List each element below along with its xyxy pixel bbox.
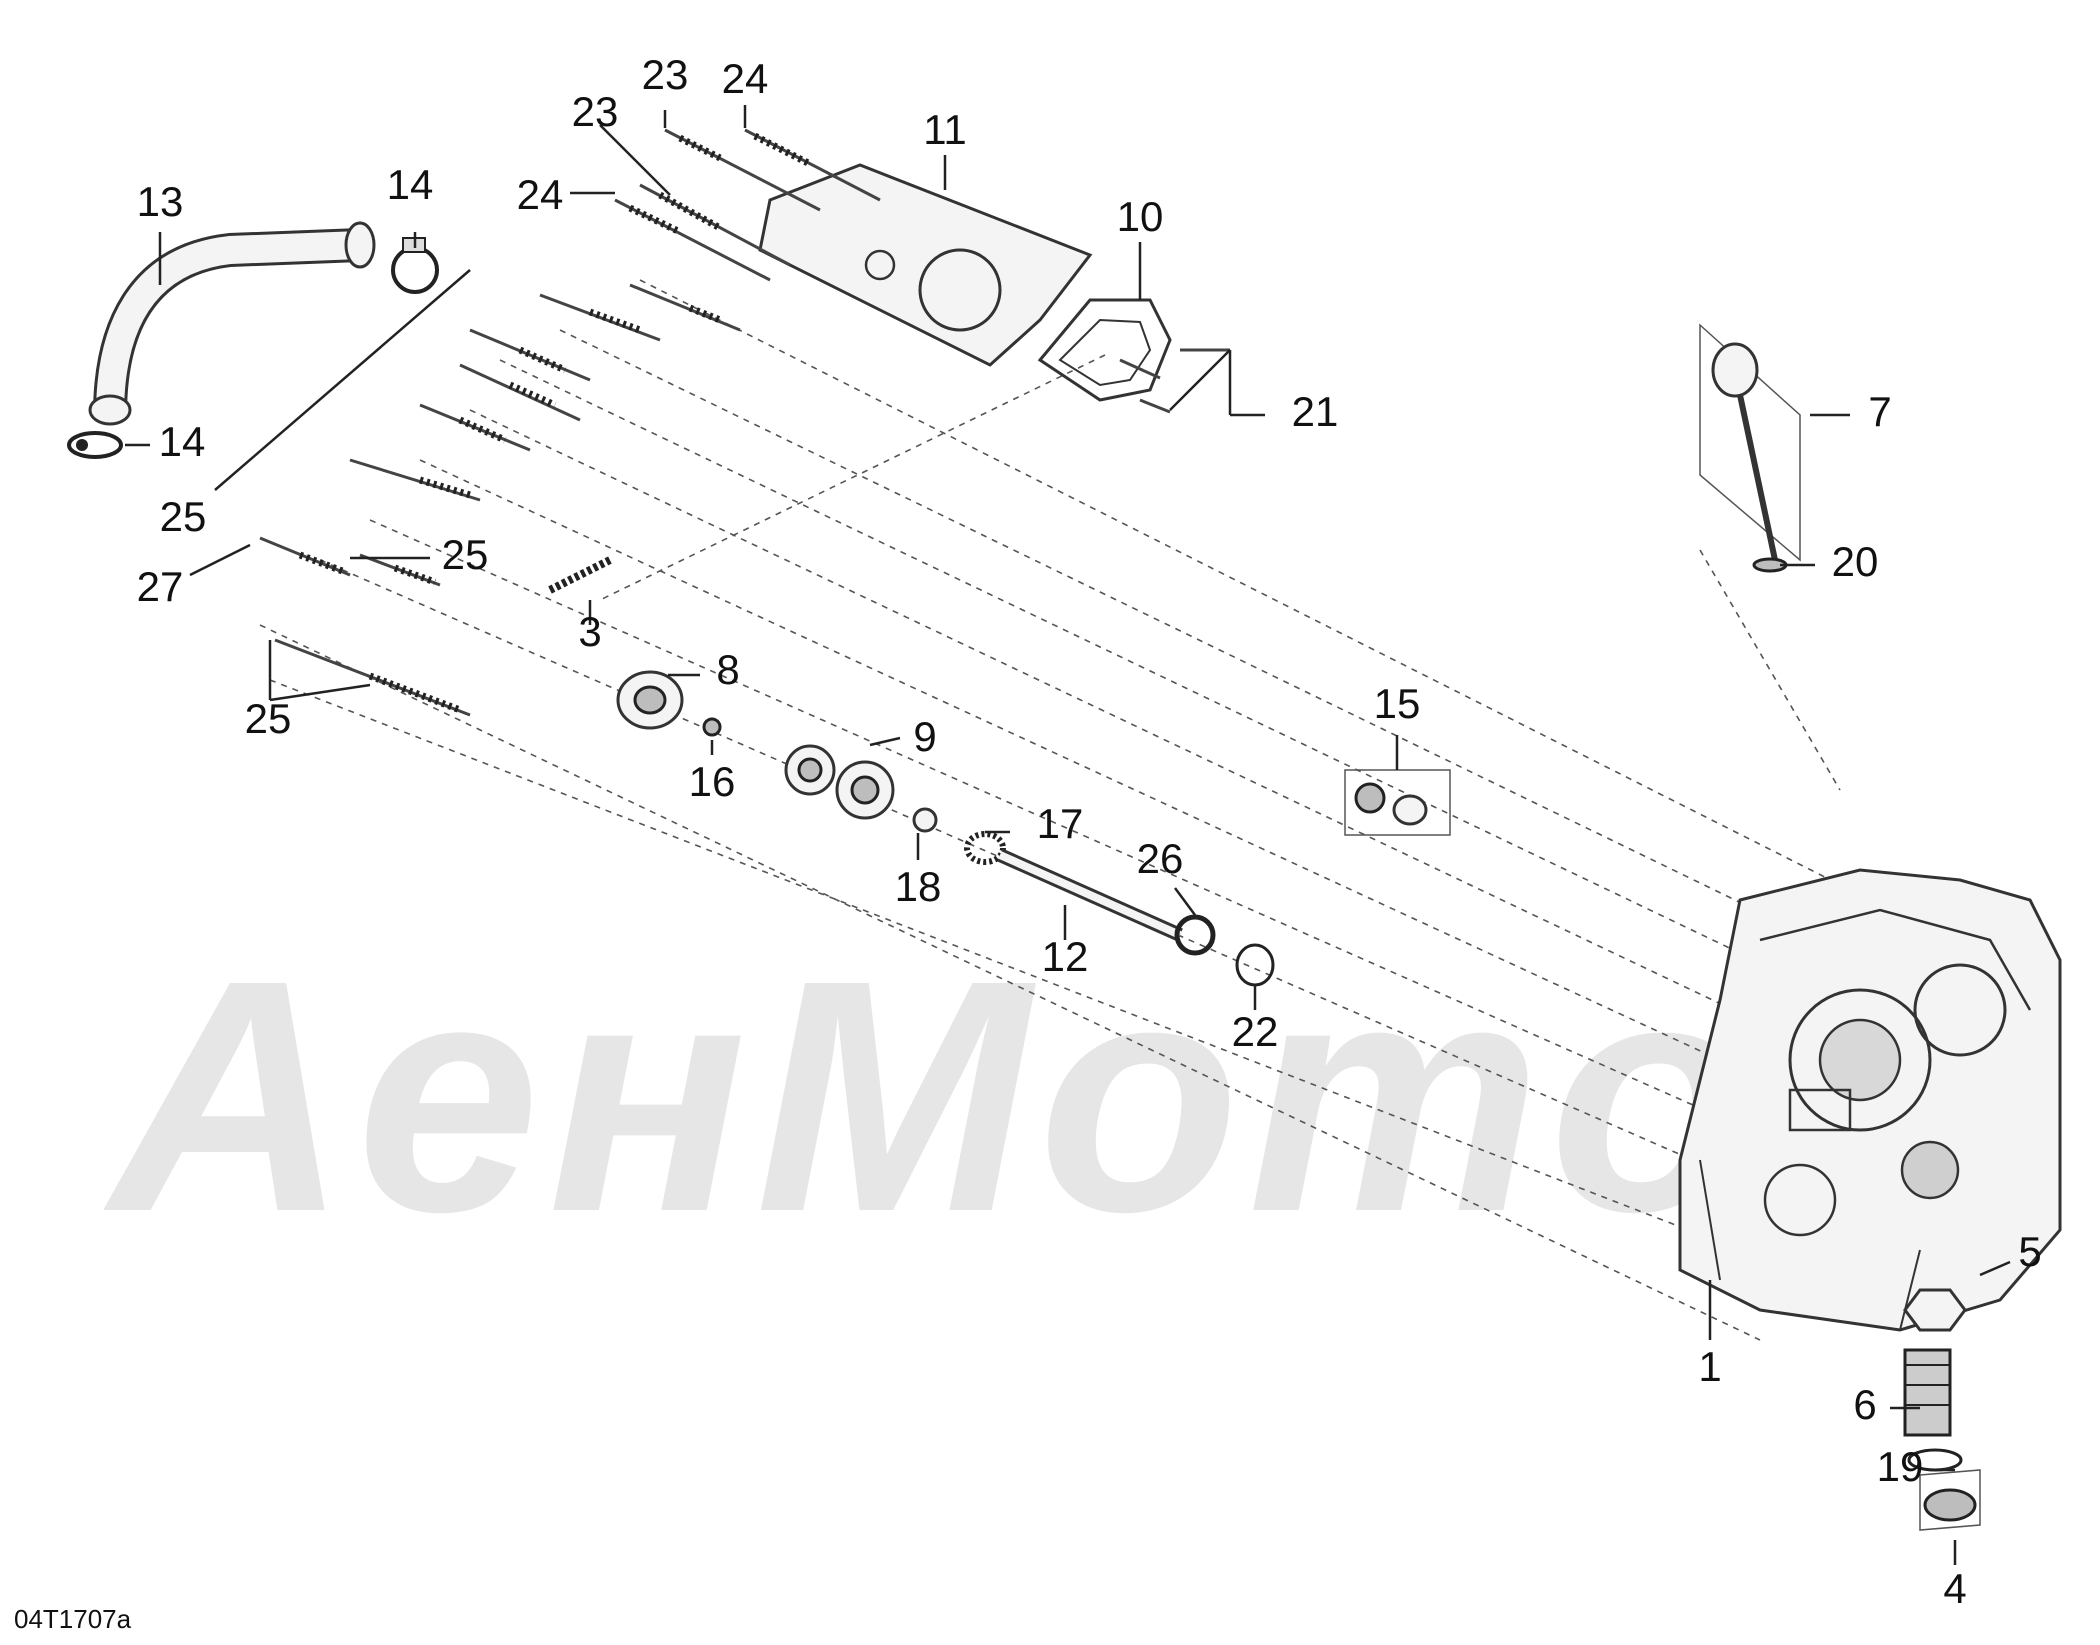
callout-14-upper: 14 <box>387 161 434 208</box>
callout-17: 17 <box>1037 800 1084 847</box>
fitting <box>1344 769 1451 836</box>
callout-labels: 1 3 4 5 6 7 8 9 10 11 12 13 14 14 15 16 … <box>137 51 2042 1612</box>
pin <box>548 556 612 594</box>
callout-14-lower: 14 <box>159 418 206 465</box>
callout-19: 19 <box>1877 1443 1924 1490</box>
retaining-ring <box>1174 914 1216 956</box>
leader-lines <box>125 105 2011 1565</box>
callout-23-right: 23 <box>642 51 689 98</box>
gasket <box>1037 298 1172 402</box>
callout-13: 13 <box>137 178 184 225</box>
callout-16: 16 <box>689 758 736 805</box>
callout-25-mid: 25 <box>442 531 489 578</box>
cover-screws <box>1119 348 1230 414</box>
callout-25-bottom: 25 <box>245 695 292 742</box>
shaft <box>997 848 1183 942</box>
callout-20: 20 <box>1832 538 1879 585</box>
callout-22: 22 <box>1232 1008 1279 1055</box>
callout-15: 15 <box>1374 680 1421 727</box>
callout-1: 1 <box>1698 1343 1721 1390</box>
callout-7: 7 <box>1868 388 1891 435</box>
bolt-group <box>259 128 881 717</box>
figure-reference: 04T1707a <box>14 1604 132 1634</box>
callout-27: 27 <box>137 563 184 610</box>
callout-12: 12 <box>1042 933 1089 980</box>
callout-4: 4 <box>1943 1565 1966 1612</box>
callout-24-top: 24 <box>722 55 769 102</box>
callout-9: 9 <box>913 713 936 760</box>
callout-5: 5 <box>2018 1228 2041 1275</box>
breather-hose <box>88 221 376 426</box>
bushing-pair <box>784 744 895 820</box>
callout-18: 18 <box>895 863 942 910</box>
o-ring <box>912 807 938 833</box>
spring-clip <box>964 831 1006 865</box>
callout-25-left: 25 <box>160 493 207 540</box>
hose-clamp-lower <box>67 431 123 459</box>
callout-24-left: 24 <box>517 171 564 218</box>
callout-8: 8 <box>716 646 739 693</box>
callout-10: 10 <box>1117 193 1164 240</box>
callout-11: 11 <box>923 106 967 153</box>
callout-26: 26 <box>1137 835 1184 882</box>
callout-21: 21 <box>1292 388 1339 435</box>
crankcase-housing <box>1678 868 2062 1332</box>
watermark: AeнMoтo <box>100 911 1759 1280</box>
callout-23-left: 23 <box>572 88 619 135</box>
watermark-text: AeнMoтo <box>100 911 1759 1280</box>
dipstick <box>1699 323 1801 573</box>
assembly-guide-lines <box>259 279 1931 1341</box>
callout-3: 3 <box>578 608 601 655</box>
callout-6: 6 <box>1853 1381 1876 1428</box>
seal <box>702 717 722 737</box>
cover-plate <box>758 163 1093 367</box>
bearing-washer <box>616 670 684 730</box>
drain-assembly <box>1903 1288 1981 1531</box>
